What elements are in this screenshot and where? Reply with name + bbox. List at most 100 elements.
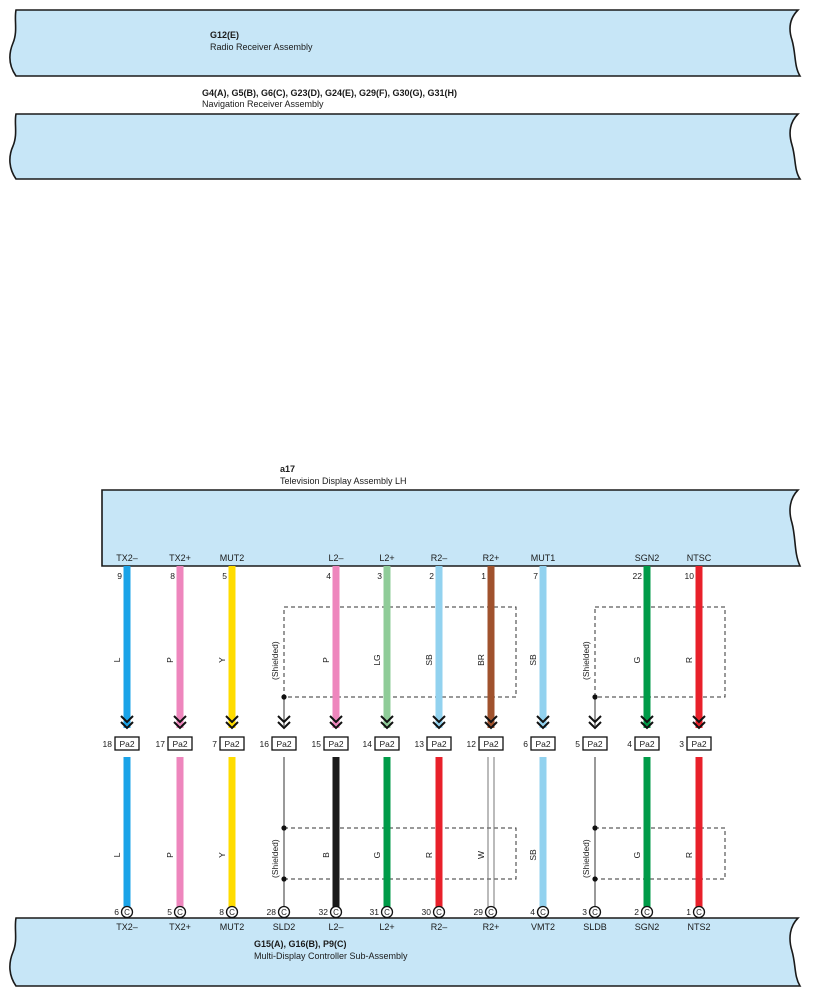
wire-1-bottom-color-code: L xyxy=(112,852,122,857)
wire-12-bottom-pin-name: NTS2 xyxy=(687,922,710,932)
wire-9-top-pin-number: 7 xyxy=(533,571,538,581)
wire-3-top-pin-name: MUT2 xyxy=(220,553,245,563)
wire-4-shield-node-bottom xyxy=(281,876,287,882)
display-code: a17 xyxy=(280,464,295,474)
wire-3-chevron-icon xyxy=(225,715,239,730)
wire-12-chevron-icon xyxy=(692,715,706,730)
wire-6-junction-box xyxy=(374,736,400,751)
controller-code: G15(A), G16(B), P9(C) xyxy=(254,939,347,949)
wire-9-junction-label: Pa2 xyxy=(535,739,550,749)
wire-9-top-pin-name: MUT1 xyxy=(531,553,556,563)
wire-9-chevron-icon xyxy=(536,715,550,730)
navigation-receiver-body xyxy=(9,113,802,180)
wire-7-top-pin-name: R2– xyxy=(431,553,448,563)
wire-9-bottom-connector-letter: C xyxy=(540,908,546,917)
wire-2-bottom-color-code: P xyxy=(165,852,175,858)
wire-11-bottom-pin-number: 2 xyxy=(634,907,639,917)
wire-2-top-color-code: P xyxy=(165,657,175,663)
wire-5-top-pin-name: L2– xyxy=(328,553,343,563)
wire-2-top-pin-number: 8 xyxy=(170,571,175,581)
wire-5-bottom-pin-name: L2– xyxy=(328,922,343,932)
junction-connectors: Pa218CPa217CPa27CPa216CPa215CPa214CPa213… xyxy=(103,715,712,919)
wire-11-junction-label: Pa2 xyxy=(639,739,654,749)
wire-7-top-pin-number: 2 xyxy=(429,571,434,581)
wire-4-bottom-terminal xyxy=(277,905,291,919)
wire-2-top-pin-name: TX2+ xyxy=(169,553,191,563)
wire-1-junction-label: Pa2 xyxy=(119,739,134,749)
wire-4-junction-box xyxy=(271,736,297,751)
wire-3-top-pin-number: 5 xyxy=(222,571,227,581)
wire-2-chevron-icon xyxy=(173,715,187,730)
controller-name: Multi-Display Controller Sub-Assembly xyxy=(254,951,408,961)
wire-4-bottom-pin-name: SLD2 xyxy=(273,922,296,932)
wire-1-junction-box xyxy=(114,736,140,751)
shield-label-bottom-right: (Shielded) xyxy=(581,839,591,878)
wire-12-junction-box xyxy=(686,736,712,751)
wire-10-shield-node-top xyxy=(592,694,598,700)
wire-10-junction-pin: 5 xyxy=(575,739,580,749)
wire-6-top-pin-name: L2+ xyxy=(379,553,394,563)
wire-11-chevron-icon xyxy=(640,715,654,730)
wire-10-bottom-pin-number: 3 xyxy=(582,907,587,917)
wire-10-bottom-pin-name: SLDB xyxy=(583,922,607,932)
navigation-receiver-code: G4(A), G5(B), G6(C), G23(D), G24(E), G29… xyxy=(202,88,457,98)
wire-12-top-pin-name: NTSC xyxy=(687,553,712,563)
radio-receiver-code: G12(E) xyxy=(210,30,239,40)
wire-5-top-pin-number: 4 xyxy=(326,571,331,581)
controller-body xyxy=(9,917,802,987)
wire-3-bottom-pin-number: 8 xyxy=(219,907,224,917)
wire-12-bottom-pin-number: 1 xyxy=(686,907,691,917)
wire-2-junction-label: Pa2 xyxy=(172,739,187,749)
wire-11-top-pin-name: SGN2 xyxy=(635,553,660,563)
wire-6-bottom-color-code: G xyxy=(372,852,382,859)
wire-1-bottom-pin-name: TX2– xyxy=(116,922,138,932)
wire-8-top-color-code: BR xyxy=(476,654,486,666)
wire-11-top-pin-number: 22 xyxy=(633,571,643,581)
wire-9-top-color-code: SB xyxy=(528,654,538,666)
display-body xyxy=(101,489,802,567)
wire-4-shield-node-top xyxy=(281,694,287,700)
wire-12-bottom-connector-letter: C xyxy=(696,908,702,917)
wire-9-bottom-terminal xyxy=(536,905,550,919)
wire-7-bottom-color-code: R xyxy=(424,852,434,858)
wire-8-junction-box xyxy=(478,736,504,751)
multi-display-controller: G15(A), G16(B), P9(C) Multi-Display Cont… xyxy=(9,917,802,987)
wire-11-junction-pin: 4 xyxy=(627,739,632,749)
wire-6-top-pin-number: 3 xyxy=(377,571,382,581)
wire-12-top-color-code: R xyxy=(684,657,694,663)
radio-receiver-assembly: G12(E) Radio Receiver Assembly xyxy=(9,9,802,77)
wire-4-bottom-connector-letter: C xyxy=(281,908,287,917)
wire-3-bottom-color-code: Y xyxy=(217,852,227,858)
wire-10-shield-node-mid xyxy=(592,825,598,831)
wire-8-junction-pin: 12 xyxy=(467,739,477,749)
wire-8-bottom-pin-name: R2+ xyxy=(483,922,500,932)
wire-3-bottom-pin-name: MUT2 xyxy=(220,922,245,932)
wire-1-junction-pin: 18 xyxy=(103,739,113,749)
wire-9-bottom-pin-number: 4 xyxy=(530,907,535,917)
shield-label-top-left: (Shielded) xyxy=(270,641,280,680)
wire-6-bottom-pin-number: 31 xyxy=(370,907,380,917)
wire-9-junction-box xyxy=(530,736,556,751)
wire-4-bottom-pin-number: 28 xyxy=(267,907,277,917)
wire-10-bottom-terminal xyxy=(588,905,602,919)
wire-7-junction-label: Pa2 xyxy=(431,739,446,749)
wire-8-top-pin-number: 1 xyxy=(481,571,486,581)
wire-6-bottom-terminal xyxy=(380,905,394,919)
wire-12-bottom-terminal xyxy=(692,905,706,919)
wire-10-junction-box xyxy=(582,736,608,751)
wire-7-bottom-terminal xyxy=(432,905,446,919)
wire-5-chevron-icon xyxy=(329,715,343,730)
wire-1-top-color-code: L xyxy=(112,657,122,662)
wire-7-bottom-pin-name: R2– xyxy=(431,922,448,932)
wire-6-bottom-connector-letter: C xyxy=(384,908,390,917)
shield-top-right xyxy=(594,606,726,698)
wire-11-bottom-pin-name: SGN2 xyxy=(635,922,660,932)
wire-6-top-color-code: LG xyxy=(372,654,382,665)
shield-outlines: (Shielded) (Shielded) (Shielded) (Shield… xyxy=(270,606,726,880)
wire-labels: TX2–9LL6TX2–TX2+8PP5TX2+MUT25YY8MUT228SL… xyxy=(112,553,712,932)
navigation-receiver-name: Navigation Receiver Assembly xyxy=(202,99,324,109)
wire-6-bottom-pin-name: L2+ xyxy=(379,922,394,932)
wire-1-top-pin-name: TX2– xyxy=(116,553,138,563)
wire-1-chevron-icon xyxy=(120,715,134,730)
wire-2-bottom-pin-name: TX2+ xyxy=(169,922,191,932)
